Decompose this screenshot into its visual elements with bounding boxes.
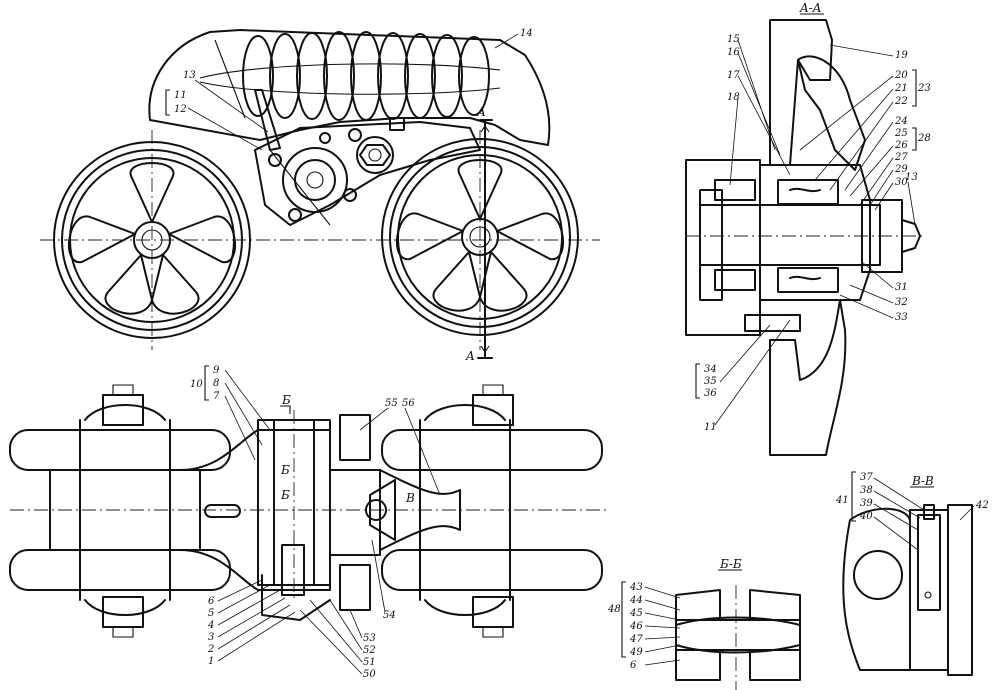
cut-mark-v-1: В [405,491,415,505]
label-53: 53 [363,633,376,644]
label-42: 42 [975,500,989,511]
label-8: 8 [213,378,219,389]
label-6-bb: 6 [630,660,637,671]
balancer-arm [254,121,481,226]
cut-mark-b-3: Б [280,488,290,502]
label-24: 24 [894,116,908,127]
label-9: 9 [213,365,220,376]
label-54: 54 [383,610,396,621]
label-39: 39 [860,498,873,509]
cut-mark-b-2: Б [280,463,290,477]
label-47: 47 [629,634,643,645]
section-aa-view [685,19,925,456]
cut-mark-a-bottom: A [465,349,475,363]
label-38: 38 [860,485,873,496]
label-49: 49 [629,647,643,658]
label-22: 22 [894,96,908,107]
label-26: 26 [894,140,908,151]
label-10: 10 [190,379,203,390]
section-title-aa: A-A [799,1,822,15]
label-1: 1 [208,656,214,667]
spring-bracket [148,29,551,146]
label-36: 36 [704,388,717,399]
label-35: 35 [704,376,717,387]
label-13-aa: 13 [905,172,918,183]
coil-spring [199,31,501,121]
side-view [40,29,600,359]
section-title-vv: В-В [911,474,934,488]
label-41: 41 [835,495,849,506]
label-12: 12 [174,104,187,115]
label-30: 30 [895,177,908,188]
label-3: 3 [208,632,214,643]
cut-mark-b-1: Б [281,393,291,407]
label-50: 50 [363,669,376,680]
balancer-hub [282,147,348,213]
label-52: 52 [363,645,376,656]
section-vv-labels: 37 38 39 40 41 42 [835,471,989,551]
label-15: 15 [727,34,740,45]
section-title-bb: Б-Б [719,557,742,571]
plan-view-labels: 9 8 7 10 55 56 6 5 4 3 2 1 54 53 52 51 5… [190,365,441,680]
section-vv-view [842,504,973,676]
section-aa-labels: 15 16 17 18 19 20 21 22 23 24 25 26 27 2… [695,34,931,433]
label-13: 13 [183,70,196,81]
label-40: 40 [859,511,873,522]
label-16: 16 [727,47,740,58]
label-51: 51 [363,657,376,668]
label-34: 34 [704,364,717,375]
label-25: 25 [894,128,908,139]
label-48: 48 [607,604,621,615]
label-45: 45 [629,608,643,619]
label-20: 20 [894,70,908,81]
plan-view [9,384,610,638]
label-46: 46 [629,621,643,632]
label-14: 14 [520,28,533,39]
section-bb-labels: 43 44 45 48 46 47 49 6 [607,581,681,671]
label-33: 33 [895,312,908,323]
label-44: 44 [629,595,643,606]
cut-mark-a-top: A [476,105,486,119]
label-27: 27 [894,152,908,163]
label-43: 43 [629,582,643,593]
label-5: 5 [208,608,214,619]
label-17: 17 [727,70,740,81]
label-37: 37 [860,472,873,483]
label-19: 19 [895,50,908,61]
label-23: 23 [917,83,931,94]
label-31: 31 [895,282,908,293]
label-11: 11 [174,90,187,101]
section-bb-view [675,585,801,690]
label-2: 2 [207,644,214,655]
label-7: 7 [213,391,220,402]
nut [356,136,394,174]
label-11-aa: 11 [704,422,717,433]
label-28: 28 [917,133,931,144]
label-56: 56 [402,398,415,409]
label-55: 55 [385,398,398,409]
label-29: 29 [894,164,908,175]
label-4: 4 [207,620,214,631]
label-21: 21 [894,83,908,94]
label-18: 18 [727,92,740,103]
label-32: 32 [895,297,908,308]
label-6: 6 [208,596,215,607]
